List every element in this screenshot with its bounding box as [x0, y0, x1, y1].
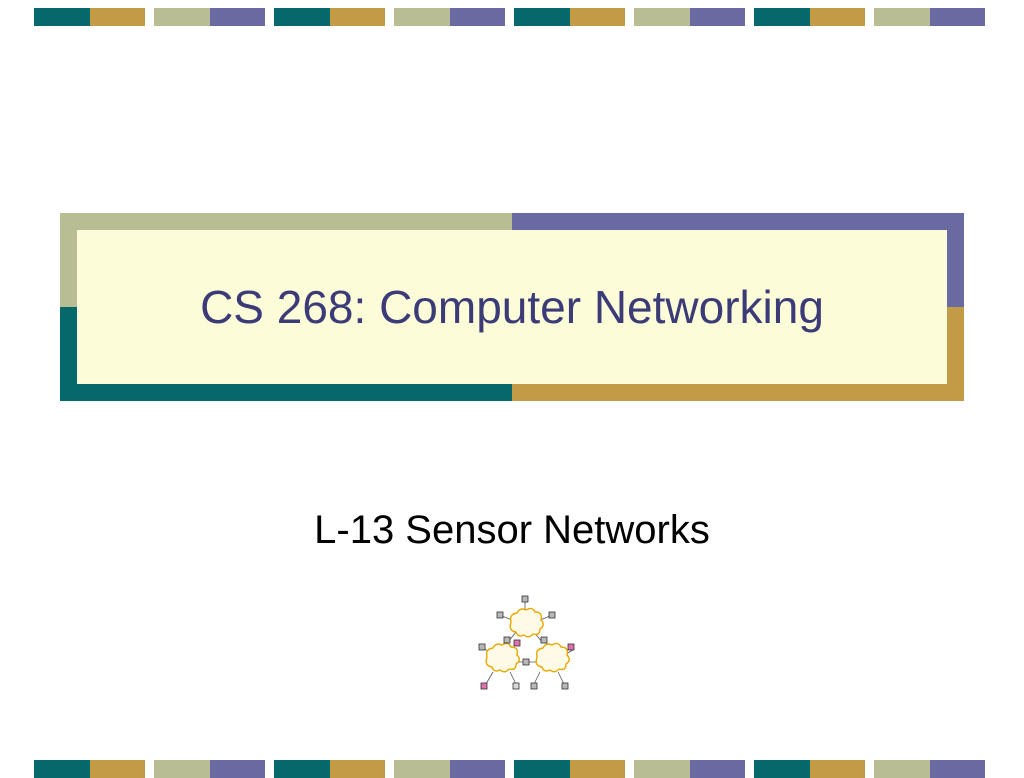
slide-subtitle: L-13 Sensor Networks: [314, 508, 710, 552]
stripe-segment: [754, 760, 810, 778]
stripe-segment: [209, 760, 265, 778]
stripe-segment: [274, 8, 330, 26]
stripe-segment: [929, 8, 985, 26]
stripe-segment: [514, 8, 570, 26]
sensor-network-icon: [478, 595, 575, 690]
bottom-decorative-stripe: [0, 760, 1024, 778]
stripe-segment: [274, 760, 330, 778]
top-decorative-stripe: [0, 8, 1024, 26]
stripe-segment: [569, 760, 625, 778]
stripe-segment: [754, 8, 810, 26]
stripe-segment: [689, 760, 745, 778]
stripe-segment: [689, 8, 745, 26]
stripe-segment: [394, 760, 450, 778]
title-frame: CS 268: Computer Networking: [60, 213, 964, 401]
stripe-segment: [449, 8, 505, 26]
stripe-segment: [634, 760, 690, 778]
stripe-segment: [34, 8, 90, 26]
stripe-segment: [449, 760, 505, 778]
stripe-segment: [929, 760, 985, 778]
stripe-segment: [809, 8, 865, 26]
stripe-segment: [874, 8, 930, 26]
stripe-segment: [394, 8, 450, 26]
stripe-segment: [154, 760, 210, 778]
stripe-segment: [874, 760, 930, 778]
stripe-segment: [634, 8, 690, 26]
stripe-segment: [329, 8, 385, 26]
stripe-segment: [89, 8, 145, 26]
stripe-segment: [569, 8, 625, 26]
slide-title: CS 268: Computer Networking: [200, 281, 824, 333]
stripe-segment: [329, 760, 385, 778]
stripe-segment: [809, 760, 865, 778]
stripe-segment: [209, 8, 265, 26]
stripe-segment: [89, 760, 145, 778]
stripe-segment: [34, 760, 90, 778]
stripe-segment: [514, 760, 570, 778]
title-box: CS 268: Computer Networking: [77, 230, 947, 384]
stripe-segment: [154, 8, 210, 26]
